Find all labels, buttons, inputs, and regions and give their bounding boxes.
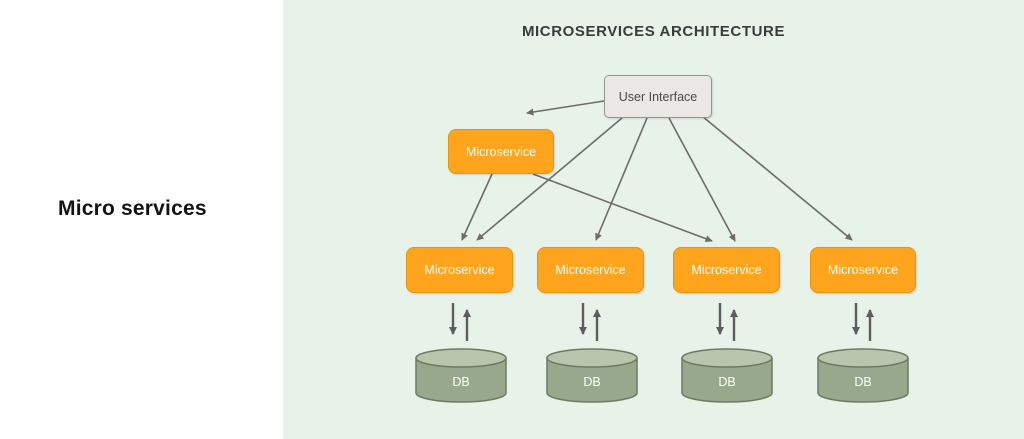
db-label-2: DB — [583, 375, 600, 389]
gateway-microservice-label: Microservice — [465, 144, 537, 159]
gateway-microservice-node: Microservice — [448, 129, 554, 174]
db-label-3: DB — [718, 375, 735, 389]
microservice-node-1: Microservice — [406, 247, 513, 293]
left-caption: Micro services — [58, 197, 207, 220]
database-cylinder-3: DB — [681, 348, 773, 403]
db-label-4: DB — [854, 375, 871, 389]
microservice-node-3: Microservice — [673, 247, 780, 293]
database-cylinder-2: DB — [546, 348, 638, 403]
microservice-node-4: Microservice — [810, 247, 916, 293]
microservice-label-4: Microservice — [827, 263, 899, 277]
user-interface-node: User Interface — [604, 75, 712, 118]
diagram-title: MICROSERVICES ARCHITECTURE — [521, 23, 786, 40]
microservice-label-3: Microservice — [691, 263, 762, 277]
db-label-1: DB — [452, 375, 469, 389]
microservice-label-2: Microservice — [555, 263, 626, 277]
database-cylinder-1: DB — [415, 348, 507, 403]
database-cylinder-4: DB — [817, 348, 909, 403]
microservice-label-1: Microservice — [424, 263, 495, 277]
user-interface-label: User Interface — [618, 89, 698, 104]
microservice-node-2: Microservice — [537, 247, 644, 293]
diagram-panel — [283, 0, 1024, 439]
